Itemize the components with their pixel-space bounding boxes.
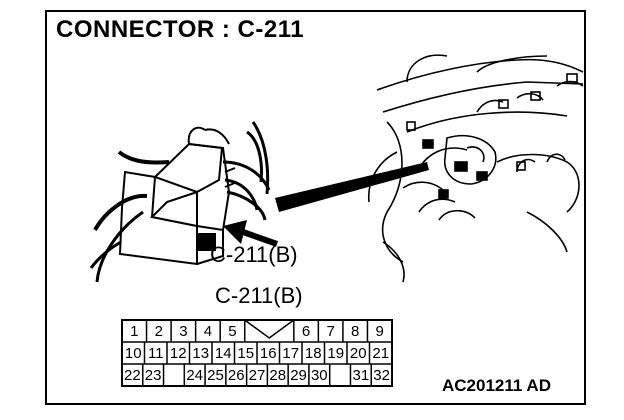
pinout-border <box>121 319 393 387</box>
page-title: CONNECTOR : C-211 <box>56 16 305 43</box>
pin-4: 4 <box>204 323 212 340</box>
pin-17: 17 <box>282 345 299 362</box>
pin-31: 31 <box>353 367 370 384</box>
pointer-arrow-icon <box>223 220 278 247</box>
pin-2: 2 <box>155 323 163 340</box>
connector-drawing <box>89 121 271 283</box>
pin-20: 20 <box>350 345 367 362</box>
callout-label: C-211(B) <box>210 242 298 267</box>
pin-7: 7 <box>326 323 334 340</box>
pin-29: 29 <box>290 367 307 384</box>
pin-16: 16 <box>260 345 277 362</box>
pin-23: 23 <box>145 367 162 384</box>
pin-12: 12 <box>170 345 187 362</box>
pin-28: 28 <box>269 367 286 384</box>
pin-30: 30 <box>311 367 328 384</box>
wiring-harness-drawing <box>367 54 584 283</box>
pin-13: 13 <box>192 345 209 362</box>
pin-24: 24 <box>186 367 203 384</box>
pin-27: 27 <box>249 367 266 384</box>
pin-10: 10 <box>125 345 142 362</box>
pin-15: 15 <box>237 345 254 362</box>
pin-18: 18 <box>305 345 322 362</box>
figure-code: AC201211 AD <box>442 376 551 395</box>
connector-key-notch <box>244 319 295 339</box>
pin-3: 3 <box>179 323 187 340</box>
leader-wedge <box>275 162 429 212</box>
pin-32: 32 <box>373 367 390 384</box>
pinout-label: C-211(B) <box>215 283 303 308</box>
pin-22: 22 <box>124 367 141 384</box>
pin-21: 21 <box>372 345 389 362</box>
pin-6: 6 <box>302 323 310 340</box>
illustration <box>89 54 584 283</box>
pin-1: 1 <box>130 323 138 340</box>
pin-11: 11 <box>148 345 164 362</box>
pin-9: 9 <box>376 323 384 340</box>
pin-25: 25 <box>207 367 224 384</box>
pin-8: 8 <box>351 323 359 340</box>
pin-14: 14 <box>215 345 232 362</box>
pin-19: 19 <box>327 345 344 362</box>
pin-26: 26 <box>228 367 245 384</box>
pin-5: 5 <box>228 323 236 340</box>
